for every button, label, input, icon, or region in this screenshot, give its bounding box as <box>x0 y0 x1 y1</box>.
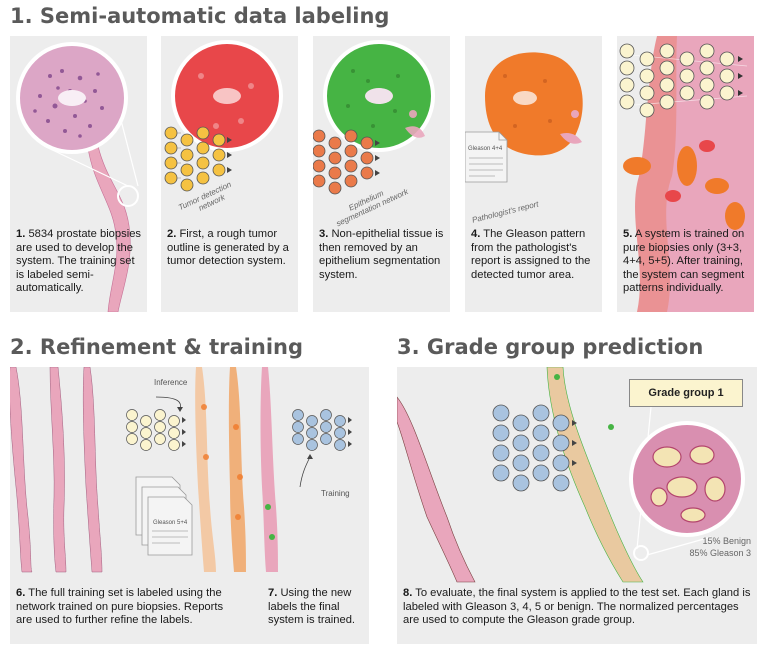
pure-biopsy-illustration <box>619 36 754 312</box>
caption-4: 4. The Gleason pattern from the patholog… <box>471 228 599 282</box>
caption-text: 5834 prostate biopsies are used to devel… <box>16 228 142 295</box>
step-number: 5. <box>623 228 633 240</box>
biopsy-zoom-illustration <box>16 42 139 312</box>
refinement-training-illustration <box>10 367 352 573</box>
panel-refinement-training: Inference Training Gleason 5+4 6. The fu… <box>10 367 369 644</box>
training-label: Training <box>321 489 350 498</box>
epithelium-illustration <box>313 40 435 195</box>
step-number: 8. <box>403 587 413 599</box>
panel-pure-biopsy-training: 5. A system is trained on pure biopsies … <box>617 36 754 312</box>
step-number: 7. <box>268 587 278 599</box>
labeled-biopsy-strips <box>195 367 278 572</box>
panel-grade-group-prediction: Grade group 1 15% Benign 85% Gleason 3 8.… <box>397 367 757 644</box>
caption-6: 6. The full training set is labeled usin… <box>16 587 236 628</box>
raw-biopsy-strips <box>10 367 103 573</box>
caption-2: 2. First, a rough tumor outline is gener… <box>167 228 295 269</box>
caption-text: The Gleason pattern from the pathologist… <box>471 228 591 281</box>
final-network <box>492 404 570 492</box>
benign-percentage: 15% Benign <box>702 536 751 546</box>
report-documents-icon <box>135 476 193 556</box>
gleason-percentages: 15% Benign 85% Gleason 3 <box>689 535 751 559</box>
caption-7: 7. Using the new labels the final system… <box>268 587 368 628</box>
caption-text: A system is trained on pure biopsies onl… <box>623 228 745 295</box>
grade-group-box: Grade group 1 <box>629 379 743 407</box>
caption-text: To evaluate, the final system is applied… <box>403 587 751 627</box>
caption-1: 1. 5834 prostate biopsies are used to de… <box>16 228 144 296</box>
step-number: 3. <box>319 228 329 240</box>
inference-network <box>126 409 180 451</box>
panel-biopsies: 1. 5834 prostate biopsies are used to de… <box>10 36 147 312</box>
report-document-icon <box>465 131 508 183</box>
gleason-assignment-illustration <box>465 52 583 183</box>
inference-label: Inference <box>154 378 188 387</box>
step-number: 4. <box>471 228 481 240</box>
caption-3: 3. Non-epithelial tissue is then removed… <box>319 228 447 282</box>
section-title-grade-group: 3. Grade group prediction <box>397 335 704 359</box>
caption-text: First, a rough tumor outline is generate… <box>167 228 289 268</box>
caption-8: 8. To evaluate, the final system is appl… <box>403 587 753 628</box>
section-title-semi-automatic: 1. Semi-automatic data labeling <box>10 4 390 28</box>
panel-gleason-assignment: Gleason 4+4 Pathologist's report 4. The … <box>465 36 602 312</box>
grade-group-illustration <box>397 367 745 583</box>
step-number: 1. <box>16 228 26 240</box>
report-gleason-text: Gleason 5+4 <box>153 520 188 526</box>
gleason3-percentage: 85% Gleason 3 <box>689 548 751 558</box>
caption-text: The full training set is labeled using t… <box>16 587 224 627</box>
tumor-detection-illustration <box>164 40 283 192</box>
caption-text: Non-epithelial tissue is then removed by… <box>319 228 444 281</box>
report-gleason-text: Gleason 4+4 <box>468 146 503 152</box>
caption-text: Using the new labels the final system is… <box>268 587 356 627</box>
training-network <box>292 409 346 451</box>
step-number: 6. <box>16 587 26 599</box>
section-title-refinement: 2. Refinement & training <box>10 335 304 359</box>
step-number: 2. <box>167 228 177 240</box>
caption-5: 5. A system is trained on pure biopsies … <box>623 228 751 296</box>
